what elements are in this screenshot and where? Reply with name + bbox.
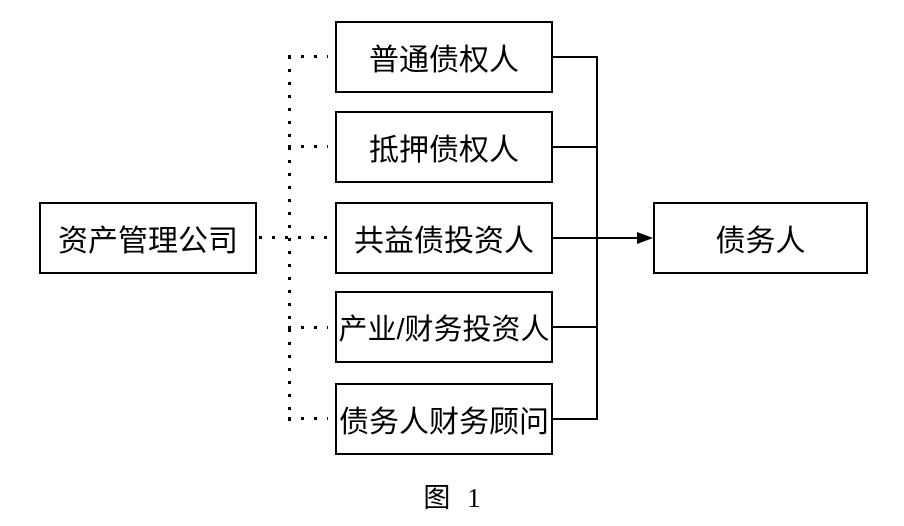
node-ordinary-creditors: 普通债权人 — [335, 21, 553, 93]
connector-solid-stub-industrial-financial-investors — [553, 326, 598, 328]
connector-dotted-stub-debtor-financial-advisor — [288, 417, 328, 420]
connector-dotted-main-horizontal — [259, 236, 335, 239]
connector-dotted-vertical-bus — [288, 56, 291, 421]
connector-arrow-to-debtor — [553, 237, 639, 239]
connector-dotted-stub-industrial-financial-investors — [288, 326, 328, 329]
connector-solid-stub-ordinary-creditors — [553, 56, 598, 58]
node-industrial-financial-investors: 产业/财务投资人 — [335, 291, 553, 363]
node-debtor: 债务人 — [653, 202, 868, 274]
node-debtor-financial-advisor: 债务人财务顾问 — [335, 383, 553, 455]
connector-solid-stub-debtor-financial-advisor — [553, 418, 598, 420]
node-dip-financing-investors: 共益债投资人 — [335, 202, 553, 274]
figure-caption: 图 1 — [423, 483, 481, 513]
node-asset-management-company: 资产管理公司 — [39, 202, 257, 274]
connector-dotted-stub-secured-creditors — [288, 145, 328, 148]
connector-dotted-stub-ordinary-creditors — [288, 55, 328, 58]
node-secured-creditors: 抵押债权人 — [335, 111, 553, 183]
connector-solid-stub-secured-creditors — [553, 146, 598, 148]
arrow-right-icon — [637, 232, 653, 244]
